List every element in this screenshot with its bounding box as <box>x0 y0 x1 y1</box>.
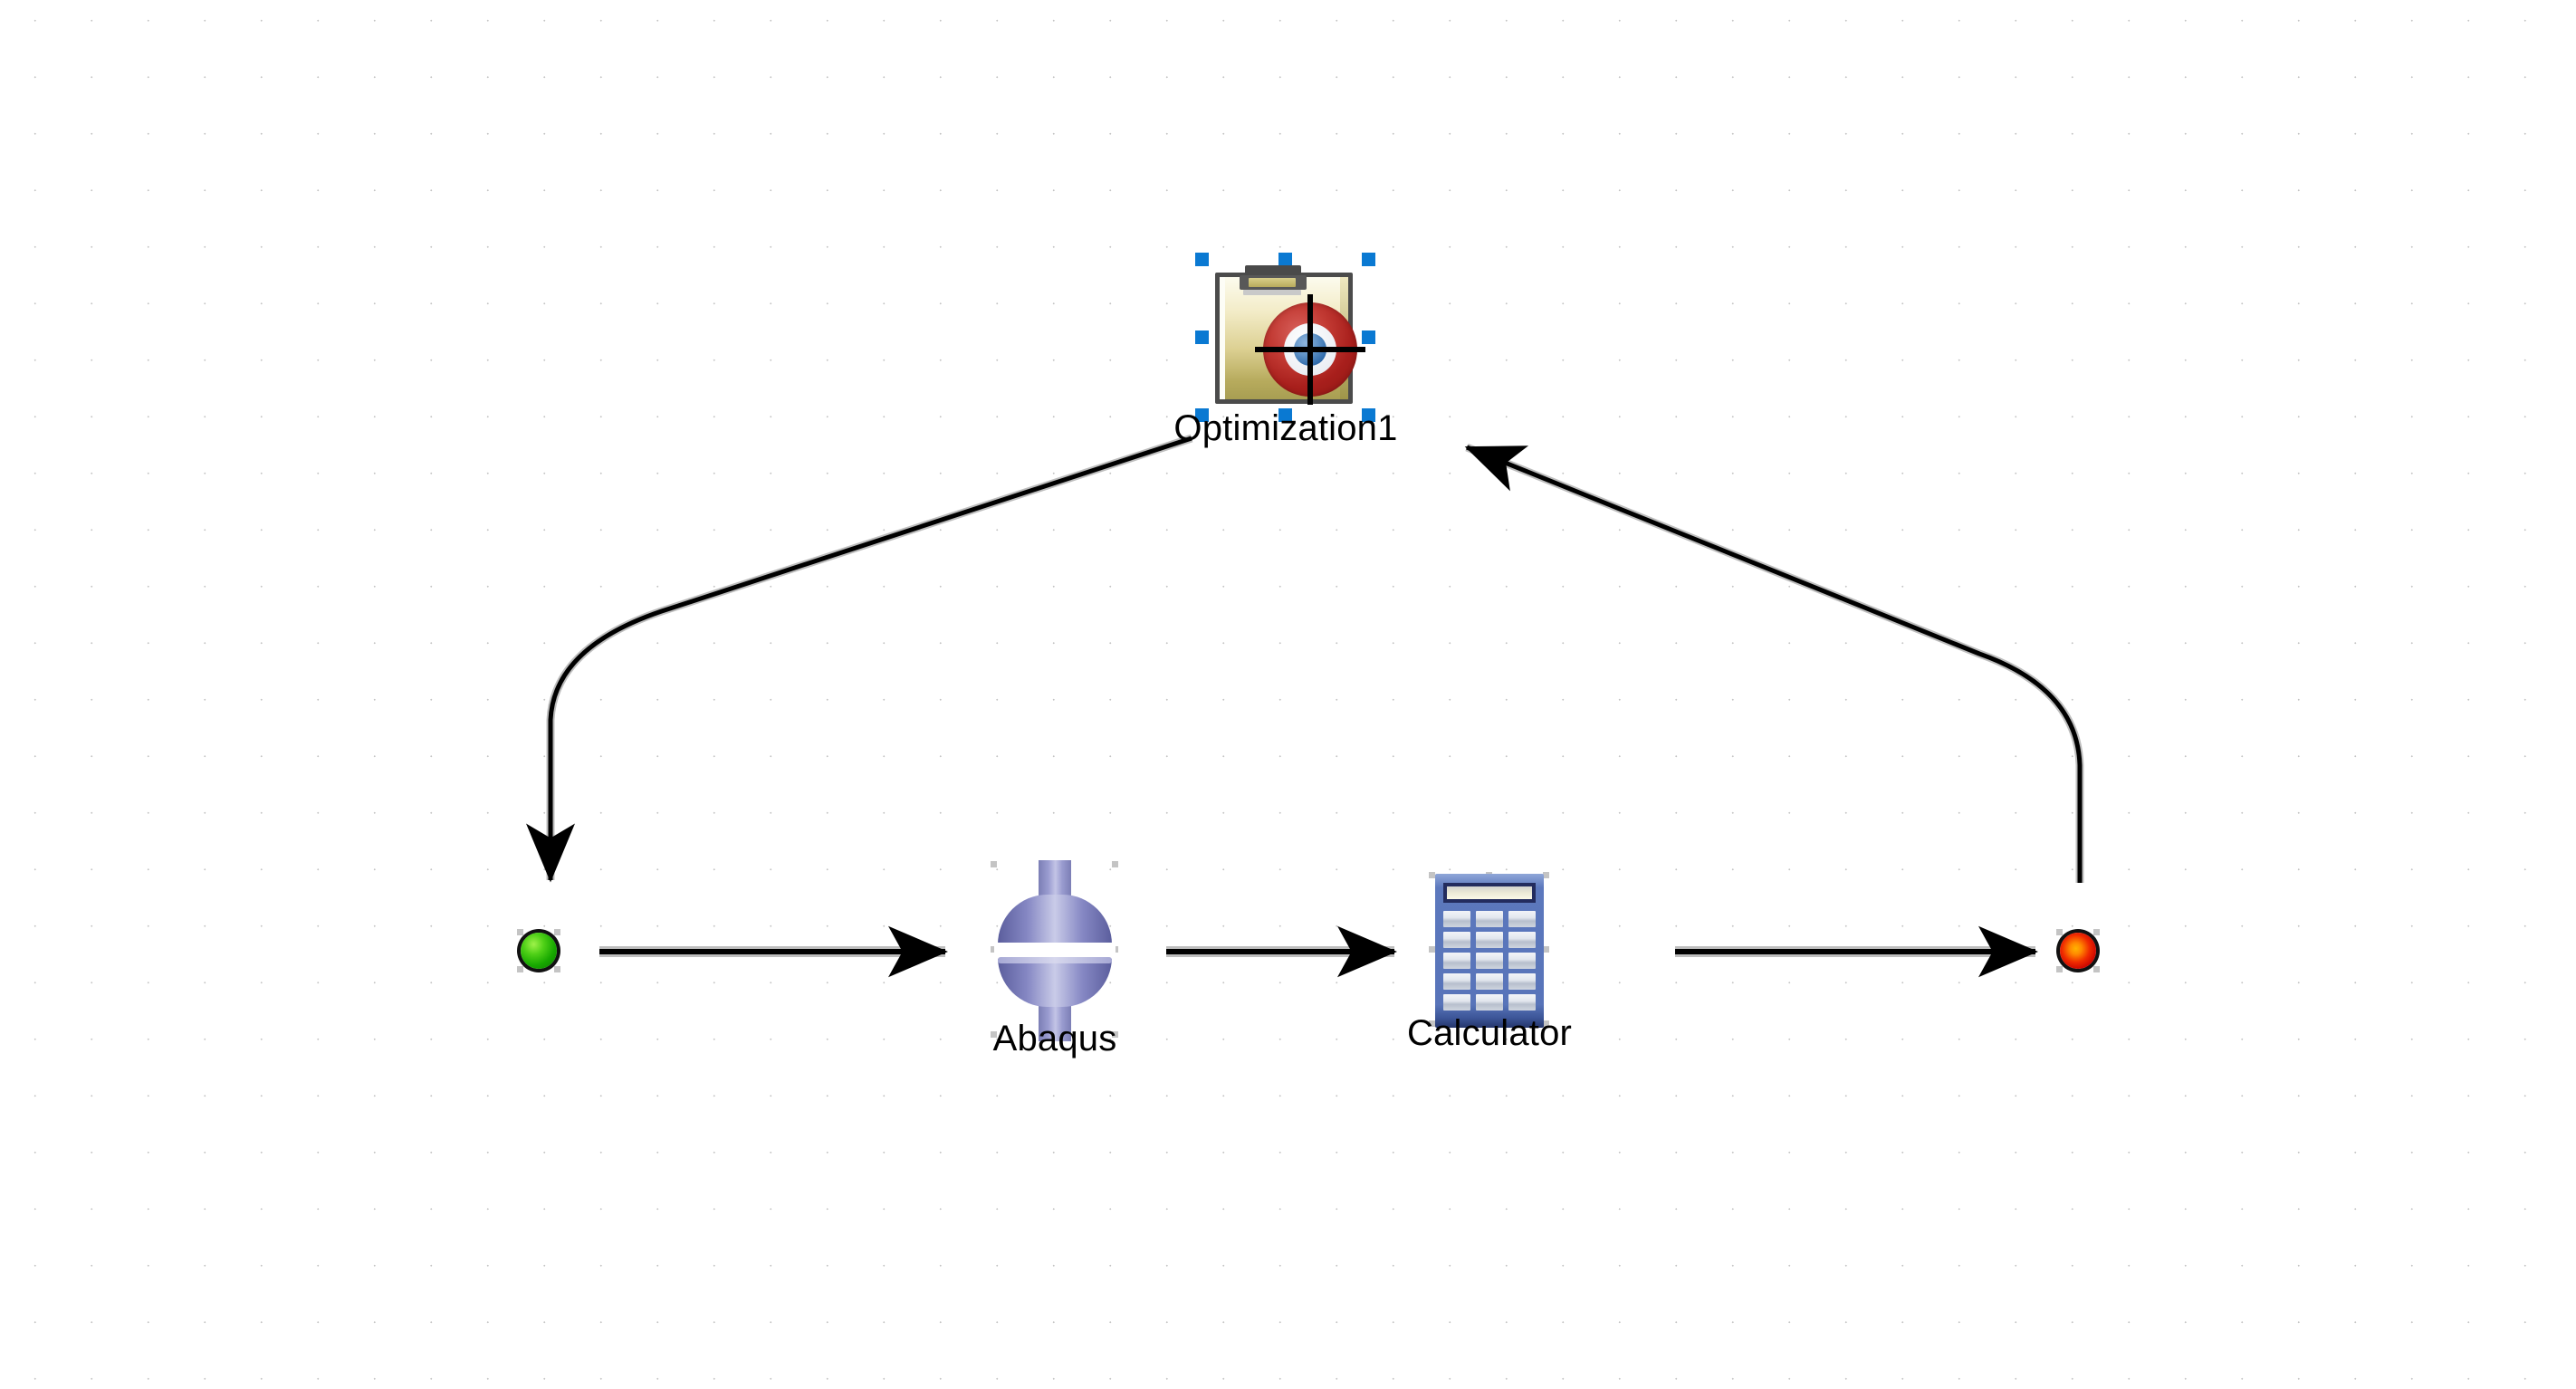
calculator-key <box>1443 911 1470 927</box>
handle-bottom-right[interactable] <box>1112 1031 1118 1038</box>
handle-top-right[interactable] <box>1543 872 1549 878</box>
selection-handle-top-left[interactable] <box>1195 253 1209 266</box>
handle-bottom-right[interactable] <box>1543 1020 1549 1027</box>
selection-handle-bottom-center[interactable] <box>1278 408 1292 422</box>
handle-middle-left[interactable] <box>1429 946 1435 953</box>
selection-handle-middle-left[interactable] <box>1195 330 1209 344</box>
handle-middle-left[interactable] <box>991 946 997 953</box>
calculator-key <box>1476 973 1503 990</box>
calculator-key <box>1508 973 1536 990</box>
crosshair-horizontal <box>1255 347 1365 352</box>
calculator-key <box>1508 994 1536 1011</box>
calculator-display <box>1443 883 1536 903</box>
optimization-target-clipboard-icon <box>1215 265 1365 405</box>
connector-end-to-opt[interactable] <box>1464 443 2084 883</box>
node-label-abaqus: Abaqus <box>992 1019 1117 1059</box>
abaqus-split-gap <box>994 943 1116 959</box>
clipboard-clip-plate <box>1249 278 1296 287</box>
calculator-key <box>1443 973 1470 990</box>
node-end[interactable] <box>2036 909 2120 992</box>
target-crosshair-icon <box>1255 294 1365 405</box>
node-label-calculator: Calculator <box>1406 1013 1573 1053</box>
calculator-keypad <box>1443 911 1536 1011</box>
node-label-optimization1: Optimization1 <box>1173 408 1398 448</box>
handle-top-right[interactable] <box>1112 861 1118 867</box>
selection-handle-top-center[interactable] <box>1278 253 1292 266</box>
calculator-key <box>1476 911 1503 927</box>
red-end-sphere-icon <box>2060 933 2096 969</box>
calculator-key <box>1476 994 1503 1011</box>
handle-top-left[interactable] <box>991 861 997 867</box>
calculator-key <box>1508 932 1536 948</box>
handle-middle-right[interactable] <box>1543 946 1549 953</box>
clip-shadow <box>1243 290 1301 295</box>
connector-opt-to-start[interactable] <box>526 434 1193 883</box>
calculator-key <box>1476 932 1503 948</box>
handle-top-left[interactable] <box>1429 872 1435 878</box>
green-start-sphere-icon <box>521 933 557 969</box>
abaqus-rim <box>998 957 1112 963</box>
calculator-key <box>1508 911 1536 927</box>
handle-top-right[interactable] <box>2093 929 2100 935</box>
handle-top-right[interactable] <box>554 929 560 935</box>
clipboard-page-edge <box>1220 277 1225 399</box>
handle-bottom-right[interactable] <box>2093 966 2100 972</box>
node-calculator[interactable]: Calculator <box>1403 847 1575 1055</box>
node-abaqus[interactable]: Abaqus <box>978 847 1132 1059</box>
handle-top-left[interactable] <box>517 929 523 935</box>
handle-bottom-left[interactable] <box>1429 1020 1435 1027</box>
selection-handle-bottom-right[interactable] <box>1362 408 1375 422</box>
node-optimization1[interactable]: Optimization1 <box>1173 240 1397 448</box>
calculator-key <box>1443 994 1470 1011</box>
handle-bottom-left[interactable] <box>2056 966 2063 972</box>
abaqus-cone-top <box>998 895 1112 949</box>
handle-bottom-left[interactable] <box>517 966 523 972</box>
handle-bottom-right[interactable] <box>554 966 560 972</box>
selection-handle-middle-right[interactable] <box>1362 330 1375 344</box>
calculator-key <box>1476 953 1503 969</box>
calculator-icon <box>1435 874 1544 1028</box>
calculator-key <box>1508 953 1536 969</box>
handle-top-left[interactable] <box>2056 929 2063 935</box>
selection-handle-bottom-left[interactable] <box>1195 408 1209 422</box>
abaqus-icon <box>994 860 1116 1041</box>
handle-bottom-left[interactable] <box>991 1031 997 1038</box>
calculator-key <box>1443 953 1470 969</box>
node-start[interactable] <box>497 909 580 992</box>
selection-handle-top-right[interactable] <box>1362 253 1375 266</box>
calculator-key <box>1443 932 1470 948</box>
